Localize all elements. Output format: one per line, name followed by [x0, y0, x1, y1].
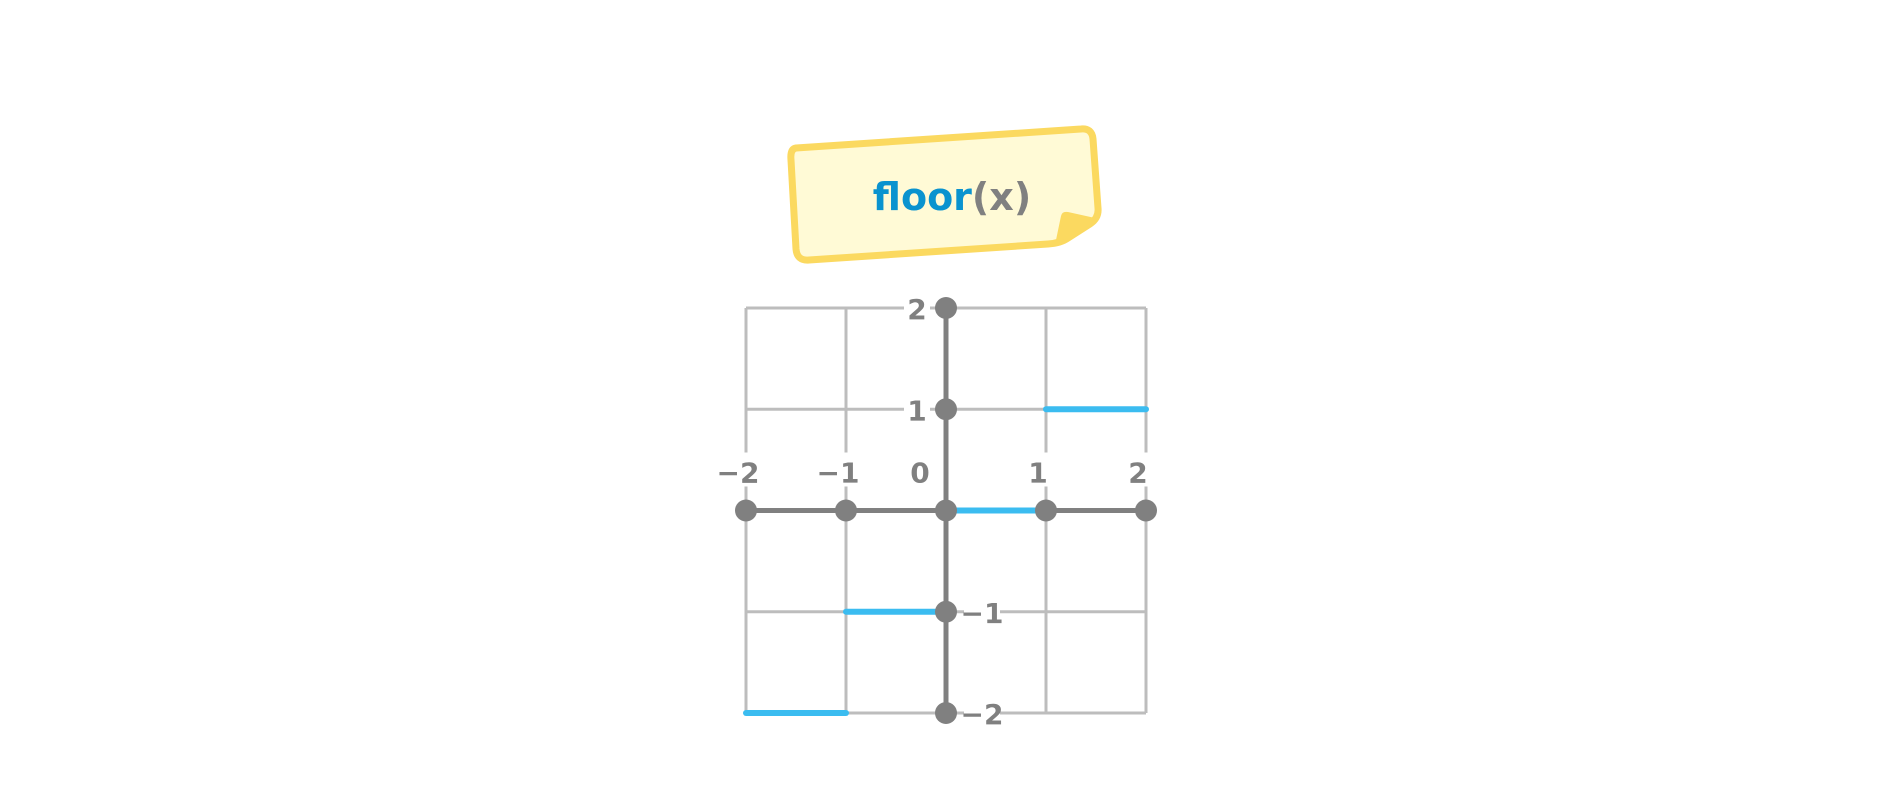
x-tick-label: 0 [910, 457, 929, 490]
y-tick-label-bg [964, 695, 1000, 729]
x-tick-label-bg [1123, 452, 1153, 487]
x-tick-label: −1 [817, 457, 860, 490]
x-tick-label: 1 [1028, 457, 1047, 490]
y-tick-label-bg [904, 391, 930, 426]
x-tick-label: 2 [1128, 457, 1147, 490]
axis-point-6 [935, 297, 957, 319]
x-tick-label-bg [905, 452, 935, 487]
title-variable: x [989, 175, 1014, 219]
title-open-paren: ( [972, 175, 989, 219]
axis-point-5 [1135, 499, 1157, 522]
y-tick-label: −2 [961, 698, 1004, 731]
x-tick-label: −2 [717, 457, 760, 490]
axis-point-4 [1035, 499, 1057, 522]
axis-point-1 [735, 499, 757, 522]
y-tick-label: 1 [907, 394, 926, 427]
y-tick-label: −1 [961, 597, 1004, 630]
axis-points [735, 297, 1157, 724]
sticker-body [787, 125, 1102, 264]
chart-title: floor(x) [873, 175, 1031, 219]
x-tick-label-bg [1023, 452, 1053, 487]
title-function-name: floor [873, 175, 972, 219]
axis-point-9 [935, 702, 957, 724]
axis-point-3 [935, 499, 957, 522]
title-close-paren: ) [1014, 175, 1031, 219]
y-tick-label-bg [904, 290, 930, 324]
axis-point-8 [935, 600, 957, 623]
x-tick-label-bg [723, 452, 753, 487]
y-tick-label-bg [964, 593, 1000, 628]
sticker-curl [1056, 211, 1095, 241]
axis-point-7 [935, 398, 957, 421]
x-tick-label-bg [823, 452, 853, 487]
plot-area: −2 −1 0 1 2 2 1 −1 −2 [717, 290, 1157, 731]
title-sticker: floor(x) [787, 125, 1102, 264]
axis-point-2 [835, 499, 857, 522]
y-tick-label: 2 [907, 293, 926, 326]
tick-labels: −2 −1 0 1 2 2 1 −1 −2 [717, 290, 1153, 731]
function-segments [743, 406, 1149, 716]
